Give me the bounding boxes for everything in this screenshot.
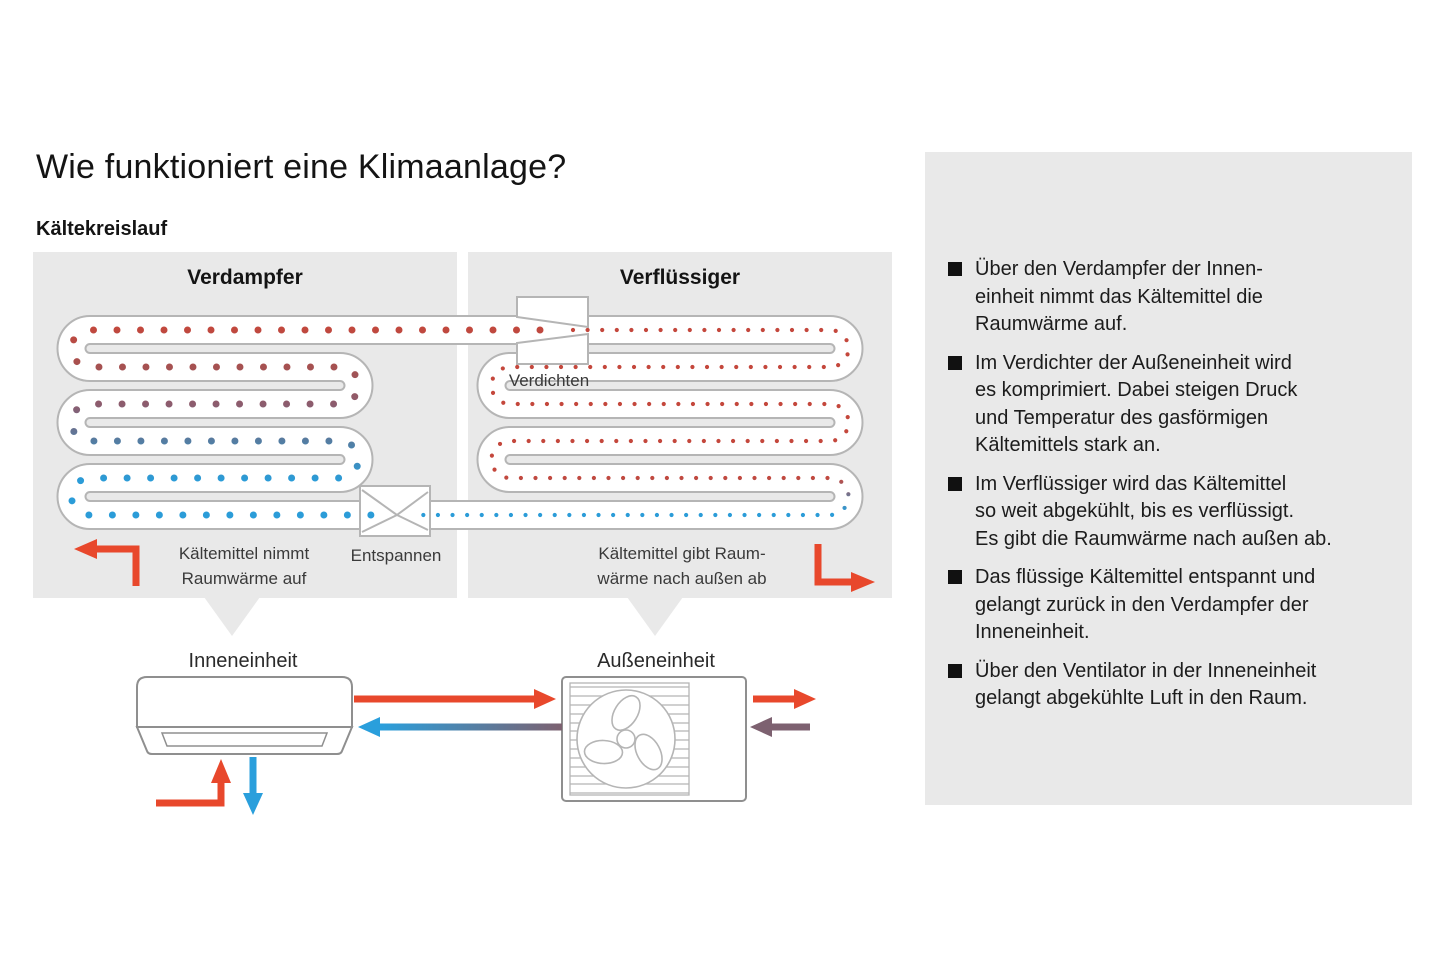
expansion-label: Entspannen: [350, 546, 442, 565]
bullet-square-icon: [948, 262, 962, 276]
outdoor-unit-label: Außeneinheit: [597, 650, 715, 672]
evaporator-caption: Kältemittel nimmt Raumwärme auf: [178, 544, 310, 588]
info-bullet: Über den Verdampfer der Innen- einheit n…: [948, 256, 1388, 339]
info-bullet-text: Das flüssige Kältemittel entspannt und g…: [975, 566, 1316, 643]
evaporator-panel-tail: [204, 597, 260, 636]
info-bullet-text: Im Verflüssiger wird das Kältemittel so …: [975, 472, 1332, 550]
info-bullet: Das flüssige Kältemittel entspannt und g…: [948, 564, 1388, 647]
bullet-square-icon: [948, 355, 962, 370]
warm-air-in-arrow: [156, 759, 231, 807]
condenser-title: Verflüssiger: [619, 266, 741, 289]
fan-icon: [576, 689, 676, 789]
indoor-unit-label: Inneneinheit: [188, 650, 298, 672]
info-bullet: Im Verdichter der Außeneinheit wird es k…: [948, 350, 1388, 460]
info-bullet-text: Über den Ventilator in der Inneneinheit …: [975, 659, 1317, 710]
return-line-arrow: [358, 717, 562, 737]
page-title: Wie funktioniert eine Klimaanlage?: [36, 148, 567, 186]
condenser-panel-tail: [627, 597, 683, 636]
info-bullet: Im Verflüssiger wird das Kältemittel so …: [948, 471, 1388, 554]
info-bullet-list: Über den Verdampfer der Innen- einheit n…: [948, 256, 1388, 713]
compressor-label: Verdichten: [508, 371, 590, 390]
evaporator-title: Verdampfer: [187, 266, 303, 289]
info-bullet-text: Im Verdichter der Außeneinheit wird es k…: [975, 351, 1298, 457]
bullet-square-icon: [948, 570, 962, 584]
bullet-square-icon: [948, 663, 962, 678]
condenser-caption: Kältemittel gibt Raum- wärme nach außen …: [597, 544, 767, 588]
page-subtitle: Kältekreislauf: [36, 218, 168, 240]
indoor-unit: [135, 676, 354, 755]
info-panel: Über den Verdampfer der Innen- einheit n…: [925, 152, 1412, 805]
info-bullet: Über den Ventilator in der Inneneinheit …: [948, 658, 1388, 713]
info-bullet-text: Über den Verdampfer der Innen- einheit n…: [975, 258, 1263, 335]
bullet-square-icon: [948, 476, 962, 491]
exhaust-out-arrow: [753, 689, 816, 709]
cool-air-out-arrow: [243, 757, 263, 815]
outdoor-unit: [561, 676, 747, 802]
intake-in-arrow: [750, 717, 810, 737]
hot-line-arrow: [354, 689, 556, 709]
